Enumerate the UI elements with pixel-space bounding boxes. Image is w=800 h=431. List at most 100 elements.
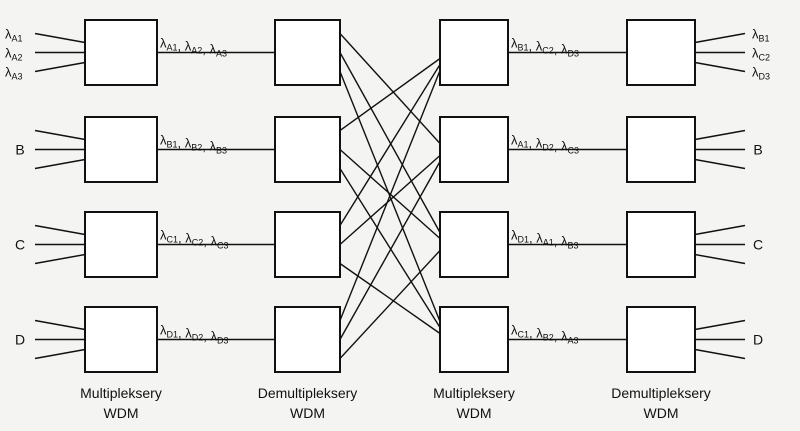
link-label-right-row1: λB1, λC2, λD3 <box>511 36 579 59</box>
lambda-symbol: λ <box>211 234 218 249</box>
input-fiber <box>34 224 86 236</box>
lambda-subscript: B3 <box>568 241 579 251</box>
wires-layer <box>34 32 746 360</box>
lambda-symbol: λ <box>561 234 568 249</box>
lambda-subscript: B3 <box>216 146 227 156</box>
column-caption-line1: Multipleksery <box>80 385 162 401</box>
link-label-right-row4: λC1, λB2, λA3 <box>511 323 579 346</box>
crossbar-fiber <box>339 250 441 359</box>
column-caption-line1: Multipleksery <box>433 385 515 401</box>
crossbar-fiber <box>339 64 441 226</box>
lambda-subscript: D3 <box>217 336 229 346</box>
lambda-subscript: A1 <box>167 43 178 53</box>
lambda-subscript: A2 <box>12 53 23 63</box>
wdm-box-col4-row4 <box>626 306 696 373</box>
wdm-box-col1-row2 <box>84 116 158 183</box>
lambda-subscript: C1 <box>518 330 530 340</box>
output-fiber <box>694 348 746 360</box>
lambda-subscript: D3 <box>759 72 771 82</box>
lambda-subscript: B1 <box>759 34 770 44</box>
lambda-subscript: D3 <box>568 49 580 59</box>
lambda-symbol: λ <box>511 36 518 51</box>
crossbar-fiber <box>339 57 441 132</box>
column-caption-line2: WDM <box>290 405 325 421</box>
wdm-box-col4-row3 <box>626 211 696 278</box>
lambda-subscript: C2 <box>192 238 204 248</box>
lambda-symbol: λ <box>561 42 568 57</box>
input-fiber <box>34 32 86 44</box>
crossbar-fiber <box>339 33 441 144</box>
input-label-c: C <box>15 237 25 253</box>
output-fiber <box>694 158 746 170</box>
lambda-subscript: B2 <box>191 143 202 153</box>
output-fiber <box>694 32 746 44</box>
output-label-3: λD3 <box>752 65 770 82</box>
lambda-symbol: λ <box>210 42 217 57</box>
wdm-box-col3-row1 <box>439 19 509 86</box>
lambda-symbol: λ <box>160 228 167 243</box>
output-fiber <box>694 224 746 236</box>
column-caption-line1: Demultipleksery <box>258 385 358 401</box>
lambda-symbol: λ <box>5 46 12 61</box>
wdm-box-col4-row1 <box>626 19 696 86</box>
wdm-box-col3-row4 <box>439 306 509 373</box>
lambda-symbol: λ <box>211 329 218 344</box>
input-fiber <box>34 61 86 73</box>
output-fiber <box>694 319 746 331</box>
lambda-subscript: B1 <box>518 43 529 53</box>
lambda-subscript: A3 <box>12 72 23 82</box>
lambda-subscript: D1 <box>167 330 179 340</box>
crossbar-fiber <box>339 168 441 328</box>
lambda-symbol: λ <box>536 39 543 54</box>
lambda-symbol: λ <box>561 139 568 154</box>
output-label-1: λB1 <box>752 27 770 44</box>
crossbar-fiber <box>339 52 441 233</box>
lambda-symbol: λ <box>752 65 759 80</box>
output-fiber <box>694 253 746 265</box>
lambda-subscript: D1 <box>518 235 530 245</box>
lambda-subscript: A1 <box>12 34 23 44</box>
lambda-symbol: λ <box>511 133 518 148</box>
lambda-symbol: λ <box>185 326 192 341</box>
wdm-box-col2-row3 <box>274 211 341 278</box>
input-fiber <box>34 319 86 331</box>
input-fiber <box>34 253 86 265</box>
lambda-symbol: λ <box>536 136 543 151</box>
boxes-layer <box>84 19 696 373</box>
wdm-box-col1-row1 <box>84 19 158 86</box>
wdm-box-col3-row3 <box>439 211 509 278</box>
crossbar-fiber <box>339 262 441 335</box>
output-label-d: D <box>753 332 763 348</box>
lambda-subscript: C2 <box>542 46 554 56</box>
lambda-symbol: λ <box>185 39 192 54</box>
lambda-subscript: B2 <box>543 333 554 343</box>
lambda-symbol: λ <box>752 46 759 61</box>
lambda-symbol: λ <box>511 323 518 338</box>
link-label-right-row2: λA1, λD2, λC3 <box>511 133 579 156</box>
lambda-symbol: λ <box>160 36 167 51</box>
column-caption-line2: WDM <box>644 405 679 421</box>
link-label-left-row2: λB1, λB2, λB3 <box>160 133 227 156</box>
lambda-subscript: A1 <box>518 140 529 150</box>
wdm-box-col1-row4 <box>84 306 158 373</box>
lambda-subscript: A3 <box>568 336 579 346</box>
input-label-a2: λA2 <box>5 46 23 63</box>
lambda-subscript: C2 <box>759 53 771 63</box>
lambda-symbol: λ <box>5 65 12 80</box>
lambda-symbol: λ <box>160 133 167 148</box>
crossbar-fiber <box>339 70 441 321</box>
input-fiber <box>34 348 86 360</box>
lambda-subscript: B1 <box>167 140 178 150</box>
output-fiber <box>694 61 746 73</box>
lambda-symbol: λ <box>511 228 518 243</box>
lambda-symbol: λ <box>536 326 543 341</box>
input-label-a3: λA3 <box>5 65 23 82</box>
lambda-symbol: λ <box>185 231 192 246</box>
input-label-a1: λA1 <box>5 27 23 44</box>
wdm-box-col2-row4 <box>274 306 341 373</box>
lambda-symbol: λ <box>561 329 568 344</box>
lambda-symbol: λ <box>210 139 217 154</box>
